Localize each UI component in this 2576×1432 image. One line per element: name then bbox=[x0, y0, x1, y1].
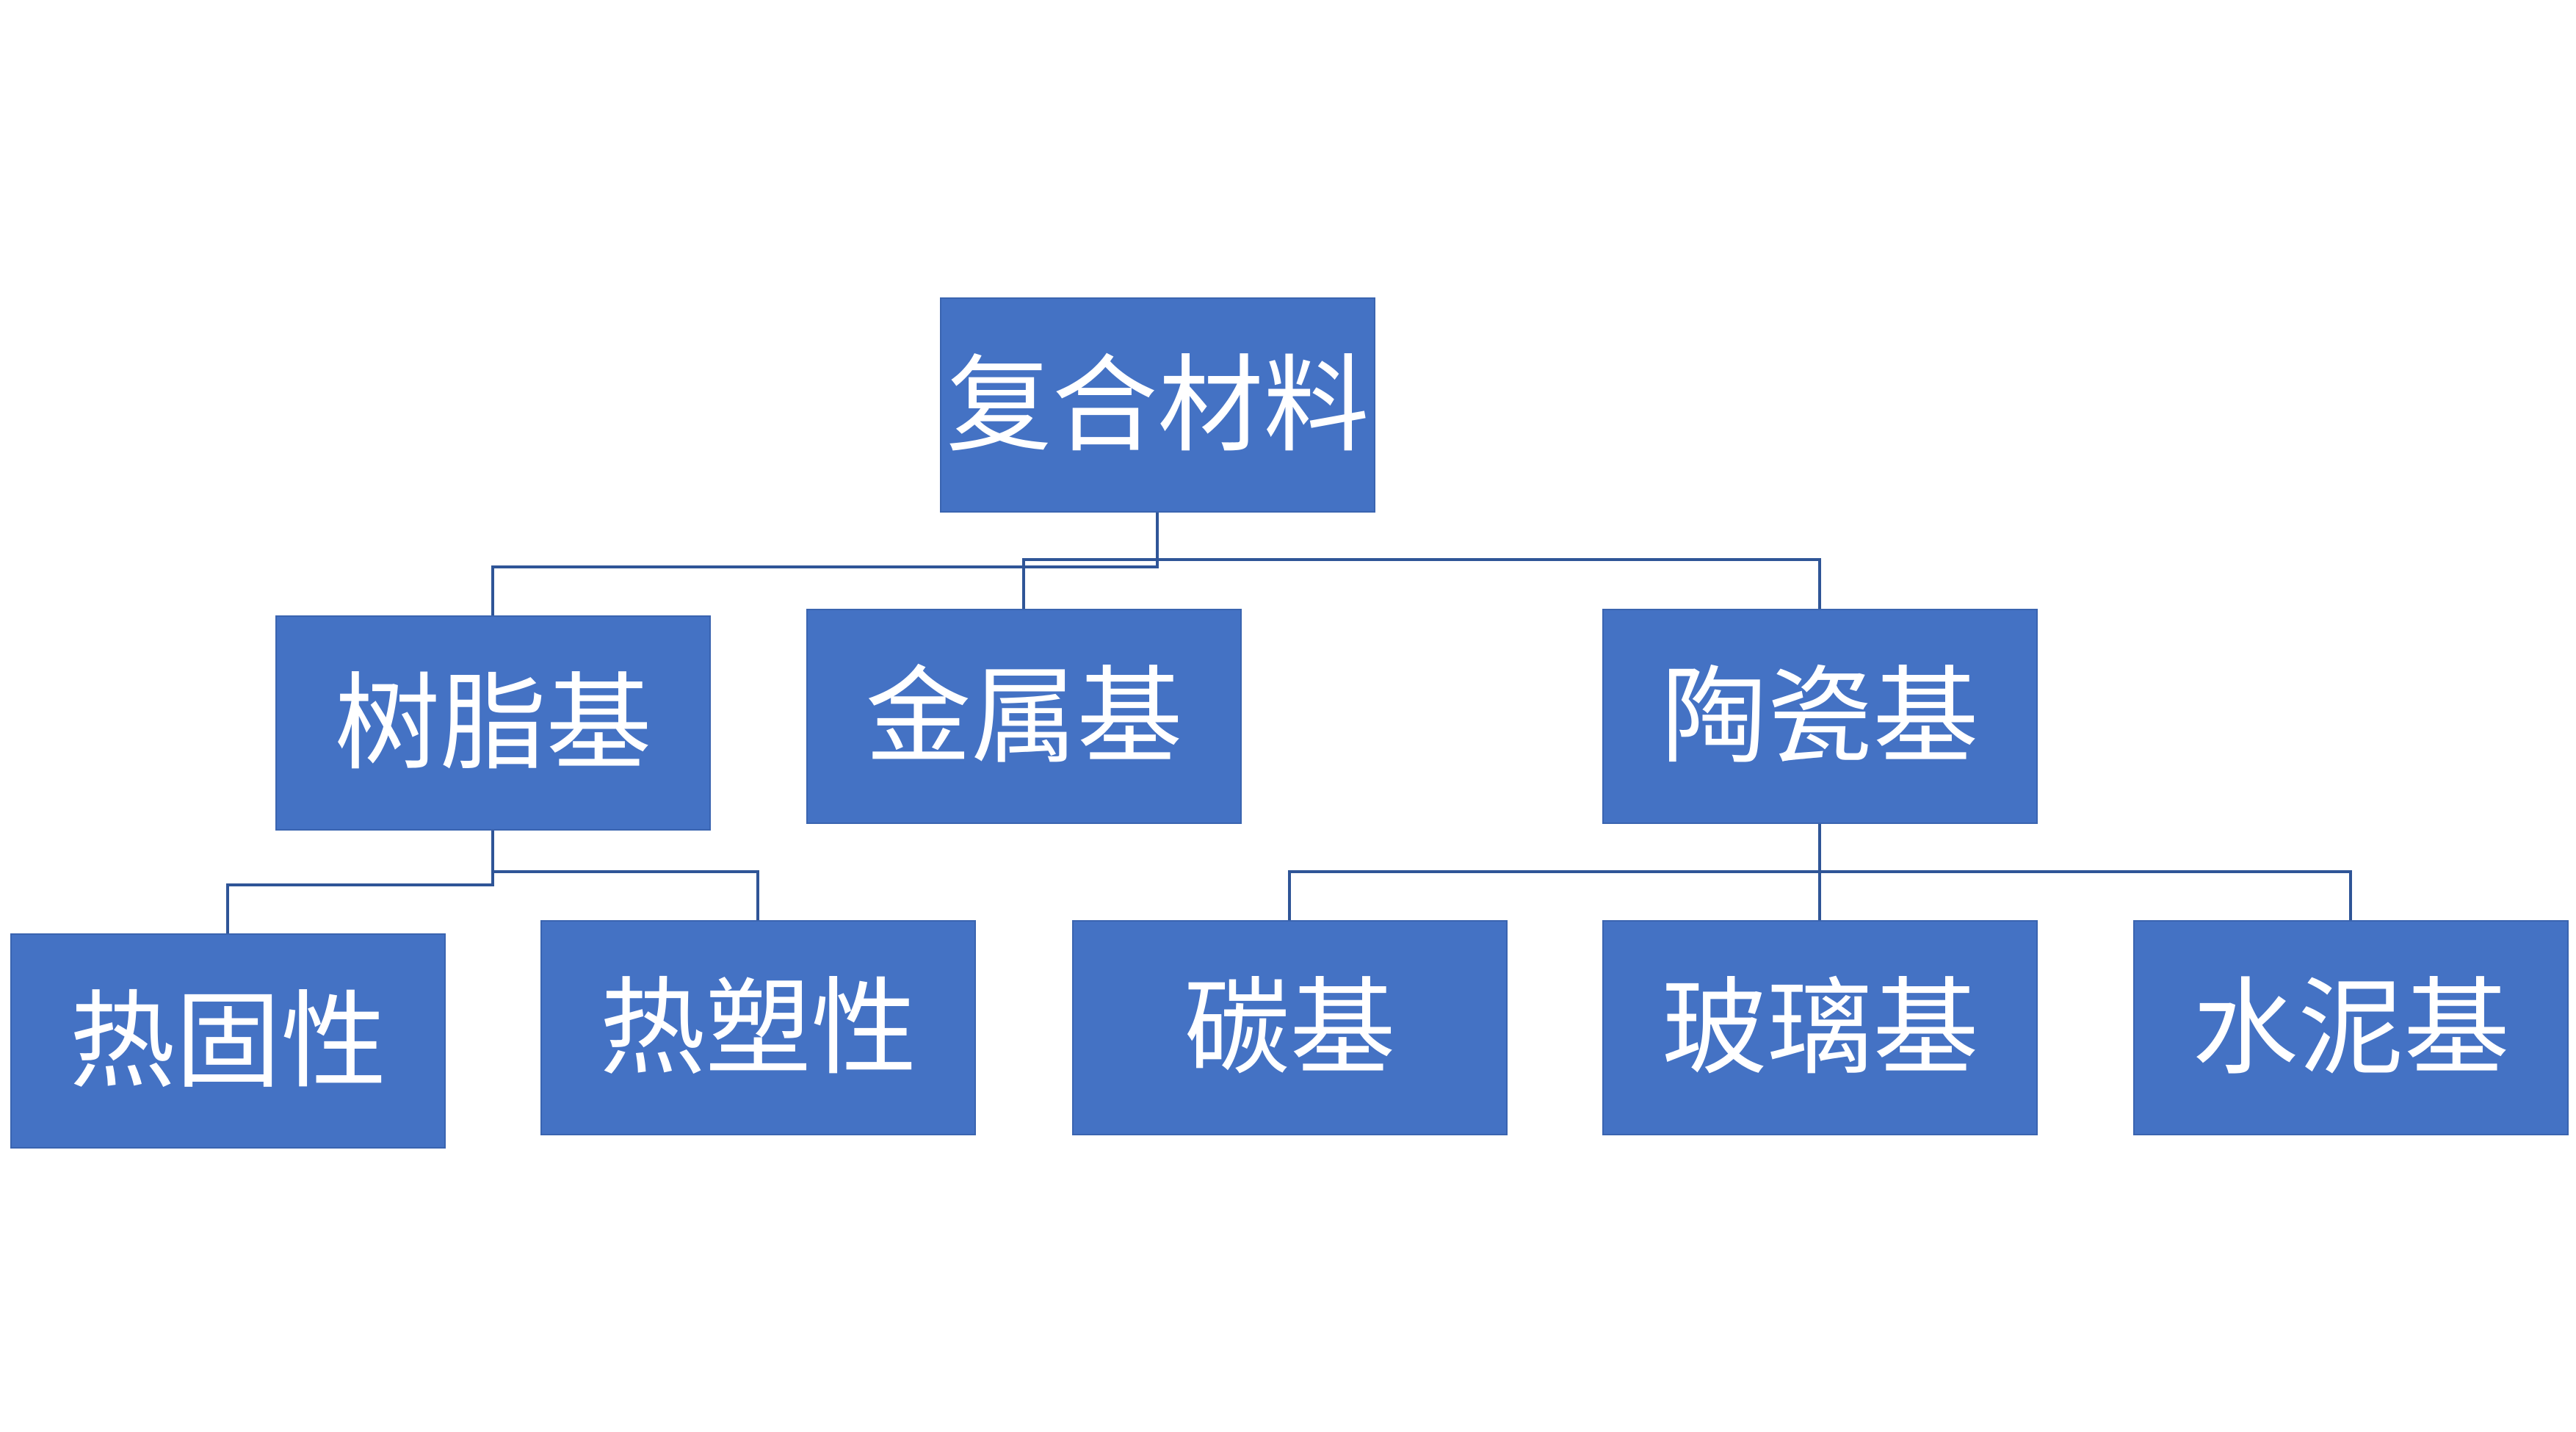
connector-root-resin bbox=[491, 513, 1159, 615]
connector-root-metal bbox=[1022, 513, 1159, 609]
node-label: 金属基 bbox=[865, 654, 1183, 778]
node-glass-matrix: 玻璃基 bbox=[1602, 920, 2038, 1135]
node-composite-materials: 复合材料 bbox=[940, 297, 1375, 513]
node-thermosetting: 热固性 bbox=[10, 933, 446, 1149]
connector-root-ceramic bbox=[1157, 558, 1821, 609]
node-label: 热固性 bbox=[69, 979, 387, 1103]
node-label: 水泥基 bbox=[2192, 966, 2510, 1090]
node-label: 陶瓷基 bbox=[1661, 654, 1979, 778]
node-label: 玻璃基 bbox=[1661, 966, 1979, 1090]
node-resin-matrix: 树脂基 bbox=[275, 615, 711, 831]
node-metal-matrix: 金属基 bbox=[806, 609, 1242, 824]
node-label: 复合材料 bbox=[946, 343, 1370, 467]
connector-resin-thermoplast bbox=[491, 831, 759, 920]
connector-ceramic-carbon bbox=[1288, 824, 1821, 920]
node-carbon-matrix: 碳基 bbox=[1072, 920, 1508, 1135]
connector-ceramic-cement bbox=[1820, 870, 2352, 920]
node-label: 树脂基 bbox=[334, 661, 652, 785]
node-label: 碳基 bbox=[1184, 966, 1396, 1090]
node-thermoplastic: 热塑性 bbox=[540, 920, 976, 1135]
node-ceramic-matrix: 陶瓷基 bbox=[1602, 609, 2038, 824]
node-cement-matrix: 水泥基 bbox=[2133, 920, 2569, 1135]
node-label: 热塑性 bbox=[599, 966, 917, 1090]
connector-resin-thermoset bbox=[226, 831, 494, 933]
